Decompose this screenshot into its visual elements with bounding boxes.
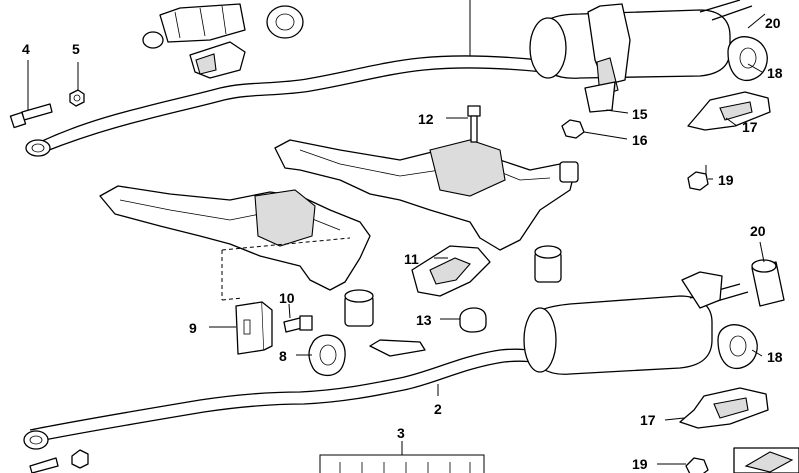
upper-axle-carrier — [274, 139, 579, 283]
callout-9: 9 — [189, 320, 197, 336]
callout-12: 12 — [418, 111, 434, 127]
direction-arrow-box — [733, 447, 799, 473]
bracket-9 — [235, 301, 273, 355]
nut-16 — [561, 119, 585, 139]
bolt-12 — [467, 105, 481, 143]
lower-nut-19 — [685, 457, 709, 473]
lower-nut-13 — [459, 307, 487, 333]
callout-2: 2 — [434, 401, 442, 417]
callout-8: 8 — [279, 348, 287, 364]
lower-tail-sleeve-20 — [751, 259, 785, 307]
callout-labels: 20 4 5 18 12 15 17 16 19 11 20 10 9 13 8… — [22, 15, 783, 472]
callout-19: 19 — [718, 172, 734, 188]
lower-bracket-11 — [411, 245, 491, 297]
callout-18: 18 — [767, 349, 783, 365]
lower-rear-muffler — [523, 271, 749, 375]
lower-rubber-ring-18 — [717, 324, 758, 369]
lower-axle-carrier — [99, 185, 374, 327]
callout-11: 11 — [404, 251, 419, 267]
callout-15: 15 — [632, 106, 648, 122]
nut-5 — [69, 89, 85, 107]
callout-10: 10 — [279, 290, 295, 306]
callout-16: 16 — [632, 132, 648, 148]
bolt-10 — [283, 315, 313, 333]
bolt-4 — [9, 103, 53, 129]
callout-5: 5 — [72, 41, 80, 57]
lower-bracket-17 — [679, 387, 769, 429]
upper-nut — [142, 31, 164, 49]
callout-20: 20 — [765, 15, 781, 31]
callout-17: 17 — [640, 412, 656, 428]
upper-rubber-ring-18 — [727, 36, 768, 81]
callout-4: 4 — [22, 41, 30, 57]
rubber-mount-8 — [308, 334, 346, 377]
upper-rear-muffler — [529, 0, 753, 113]
lower-pipe-flange — [23, 430, 49, 450]
callout-17: 17 — [742, 119, 758, 135]
lower-exhaust-pipe — [23, 339, 545, 450]
callout-20: 20 — [750, 223, 766, 239]
callout-13: 13 — [416, 312, 432, 328]
callout-18: 18 — [767, 65, 783, 81]
part-group-3-bracket — [319, 441, 485, 473]
upper-left-hangers — [142, 3, 304, 79]
upper-exhaust-pipe — [25, 55, 545, 157]
leader-lines — [27, 0, 766, 465]
upper-rubber-mount — [266, 5, 304, 39]
upper-nut-19 — [687, 171, 709, 191]
upper-pipe-flange — [25, 139, 51, 157]
callout-3: 3 — [397, 425, 405, 441]
lower-left-small-parts — [29, 449, 89, 473]
upper-bracket-17 — [687, 91, 771, 131]
callout-19: 19 — [632, 456, 648, 472]
